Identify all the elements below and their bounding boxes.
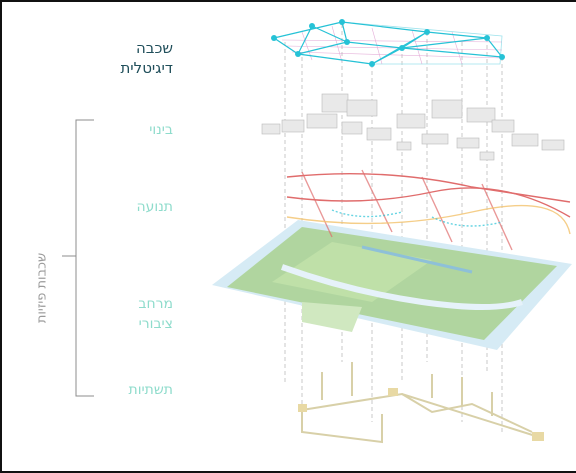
digital-network-layer — [271, 19, 505, 67]
buildings-layer-label: בינוי — [149, 120, 173, 140]
physical-layers-group-label: שכבות פיזיות — [35, 253, 50, 323]
public-space-label-line2: ציבורי — [138, 314, 173, 334]
digital-layer-label-line1: שכבה — [120, 38, 173, 58]
public-space-layer-label: מרחב ציבורי — [138, 294, 173, 334]
public-space-label-line1: מרחב — [138, 294, 173, 314]
infrastructure-layer-label: תשתיות — [129, 380, 173, 400]
buildings-layer — [262, 94, 564, 160]
digital-layer-label: שכבה דיגיטלית — [120, 38, 173, 78]
public-space-layer — [212, 220, 572, 350]
infrastructure-layer — [298, 362, 544, 442]
digital-layer-label-line2: דיגיטלית — [120, 58, 173, 78]
physical-layers-bracket — [62, 120, 94, 396]
traffic-layer-label: תנועה — [136, 197, 173, 217]
